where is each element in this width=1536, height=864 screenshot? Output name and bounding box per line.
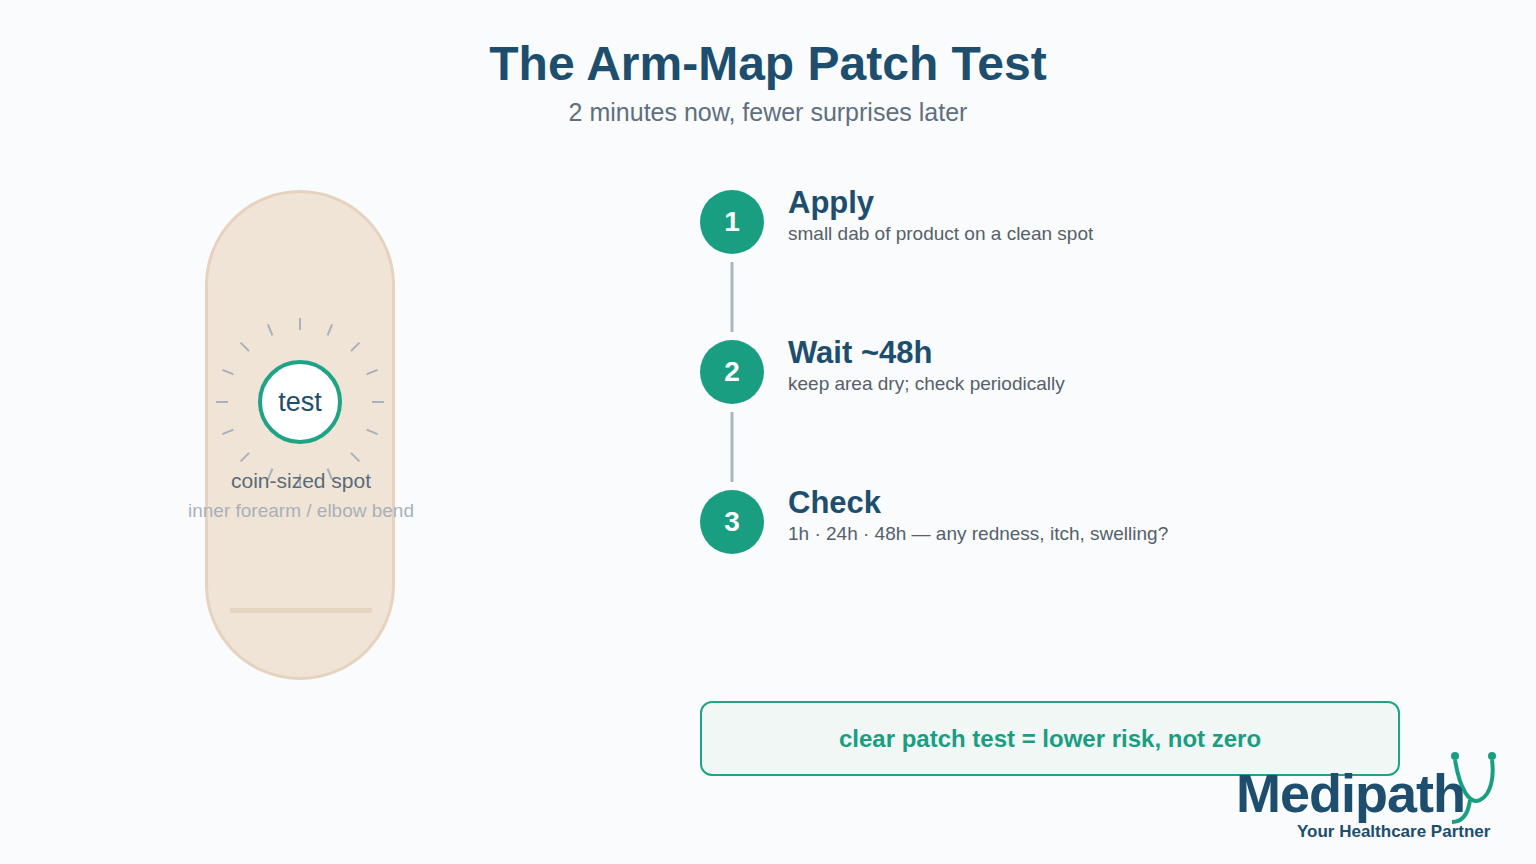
step-description: keep area dry; check periodically [788, 373, 1065, 395]
tick-mark [372, 401, 384, 403]
tick-mark [216, 401, 228, 403]
test-spot-circle: test [258, 360, 342, 444]
tick-mark [367, 370, 378, 375]
spot-label: test [278, 387, 322, 418]
step-heading: Apply [788, 185, 874, 221]
step-number-circle: 3 [700, 490, 764, 554]
diagram-caption: 2 minutes now, fewer surprises later [0, 98, 1536, 127]
tick-mark [241, 343, 249, 351]
tick-mark [299, 318, 301, 330]
spot-size-label: coin-sized spot [166, 469, 436, 493]
radiating-ticks [205, 190, 395, 490]
location-label: inner forearm / elbow bend [166, 500, 436, 522]
tick-mark [367, 430, 378, 435]
brand-tagline: Your Healthcare Partner [1297, 822, 1490, 842]
note-text: clear patch test = lower risk, not zero [839, 725, 1261, 753]
step-number: 2 [724, 356, 740, 388]
stethoscope-earpiece [1451, 752, 1459, 760]
forearm-shape: coin-sized spotinner forearm / elbow ben… [205, 190, 395, 680]
diagram-title: The Arm-Map Patch Test [0, 36, 1536, 91]
step-heading: Check [788, 485, 881, 521]
step-connector [731, 412, 734, 482]
tick-mark [351, 453, 359, 461]
tick-mark [241, 453, 249, 461]
tick-mark [268, 324, 273, 335]
tick-mark [351, 343, 359, 351]
step-description: small dab of product on a clean spot [788, 223, 1093, 245]
tick-mark [328, 324, 333, 335]
brand-logo: Medipath [1236, 762, 1465, 824]
step-number-circle: 1 [700, 190, 764, 254]
step-description: 1h · 24h · 48h — any redness, itch, swel… [788, 523, 1168, 545]
stethoscope-earpiece [1488, 752, 1496, 760]
tick-mark [222, 430, 233, 435]
step-number: 3 [724, 506, 740, 538]
step-connector [731, 262, 734, 332]
step-number: 1 [724, 206, 740, 238]
tick-mark [222, 370, 233, 375]
step-heading: Wait ~48h [788, 335, 932, 371]
arm-crease [230, 608, 372, 613]
step-number-circle: 2 [700, 340, 764, 404]
